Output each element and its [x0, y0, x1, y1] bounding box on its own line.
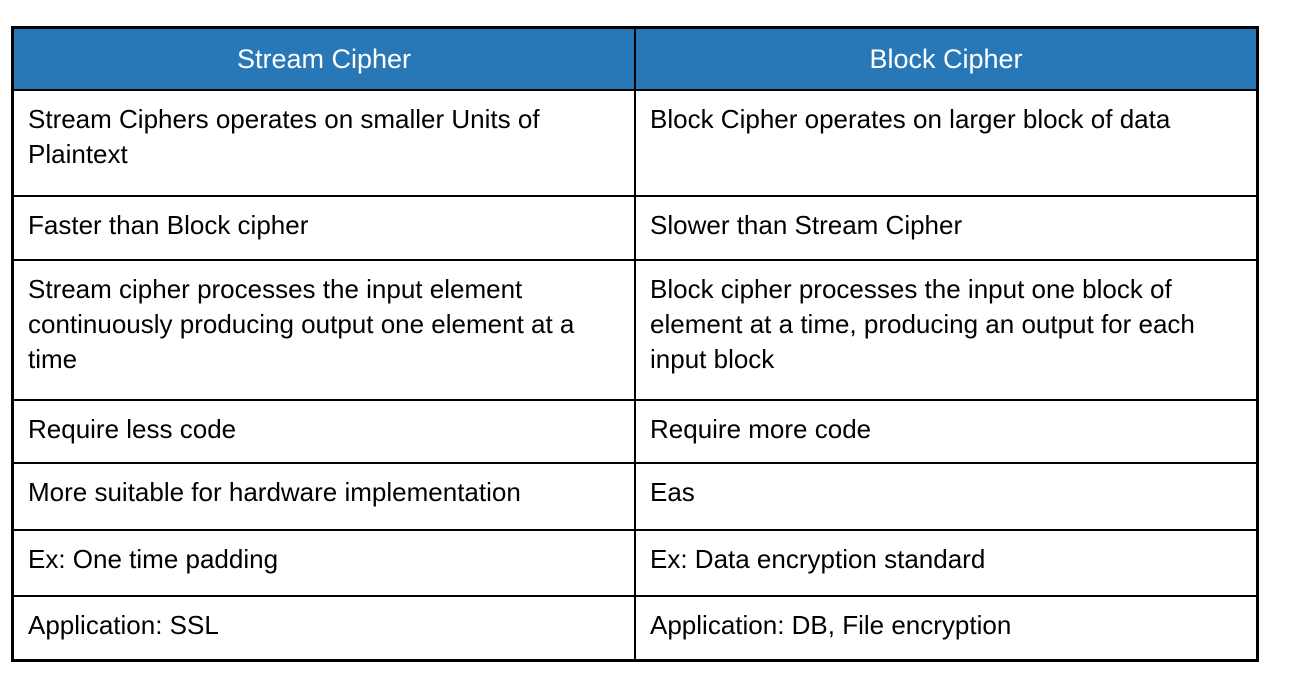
block-cell: Ex: Data encryption standard	[634, 529, 1259, 597]
stream-cell: Stream Ciphers operates on smaller Units…	[11, 89, 636, 197]
row-implementation: More suitable for hardware implementatio…	[11, 462, 1259, 531]
block-cell: Block Cipher operates on larger block of…	[634, 89, 1259, 197]
stream-cell: Application: SSL	[11, 595, 636, 661]
row-example: Ex: One time padding Ex: Data encryption…	[11, 529, 1259, 597]
block-cell: Slower than Stream Cipher	[634, 195, 1259, 261]
row-speed: Faster than Block cipher Slower than Str…	[11, 195, 1259, 261]
stream-cell: Faster than Block cipher	[11, 195, 636, 261]
column-header-stream-cipher: Stream Cipher	[11, 26, 636, 91]
stream-cell: Require less code	[11, 399, 636, 464]
block-cell: Block cipher processes the input one blo…	[634, 259, 1259, 401]
block-cell: Eas	[634, 462, 1259, 531]
block-cell: Application: DB, File encryption	[634, 595, 1259, 661]
row-processing: Stream cipher processes the input elemen…	[11, 259, 1259, 401]
stream-cell: Stream cipher processes the input elemen…	[11, 259, 636, 401]
cipher-comparison-table: Stream Cipher Block Cipher Stream Cipher…	[11, 26, 1259, 662]
column-header-block-cipher: Block Cipher	[634, 26, 1259, 91]
stream-cell: More suitable for hardware implementatio…	[11, 462, 636, 531]
stream-cell: Ex: One time padding	[11, 529, 636, 597]
row-units: Stream Ciphers operates on smaller Units…	[11, 89, 1259, 197]
header-row: Stream Cipher Block Cipher	[11, 26, 1259, 91]
row-application: Application: SSL Application: DB, File e…	[11, 595, 1259, 661]
row-code: Require less code Require more code	[11, 399, 1259, 464]
block-cell: Require more code	[634, 399, 1259, 464]
